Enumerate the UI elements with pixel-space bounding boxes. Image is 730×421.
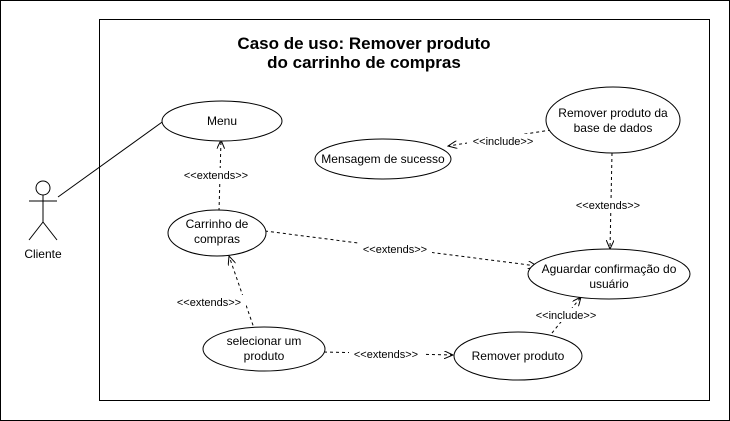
edge-selecionar-carrinho — [229, 256, 256, 332]
use-case-aguardar-label-2: usuário — [589, 277, 629, 291]
svg-text:<<extends>>: <<extends>> — [184, 170, 248, 182]
use-case-menu-label: Menu — [207, 114, 237, 128]
use-case-aguardar-confirmacao[interactable]: Aguardar confirmação do usuário — [527, 248, 691, 300]
label-carrinho-aguardar: <<extends>> — [358, 242, 432, 256]
use-case-carrinho-de-compras[interactable]: Carrinho de compras — [167, 209, 267, 257]
use-case-remover-base-label-1: Remover produto da — [558, 106, 668, 120]
label-selecionar-carrinho: <<extends>> — [172, 295, 246, 309]
use-case-mensagem-de-sucesso[interactable]: Mensagem de sucesso — [314, 138, 452, 180]
svg-text:<<extends>>: <<extends>> — [363, 244, 427, 256]
label-remover-base-aguardar: <<extends>> — [571, 198, 645, 212]
use-case-mensagem-label: Mensagem de sucesso — [321, 152, 445, 166]
label-selecionar-remover: <<extends>> — [349, 347, 423, 361]
svg-text:<<extends>>: <<extends>> — [576, 200, 640, 212]
label-remover-aguardar: <<include>> — [531, 308, 601, 322]
use-case-remover-produto-label: Remover produto — [472, 349, 565, 363]
use-case-selecionar-produto[interactable]: selecionar um produto — [202, 326, 326, 372]
use-case-remover-base-label-2: base de dados — [574, 121, 653, 135]
use-case-remover-produto-base[interactable]: Remover produto da base de dados — [545, 86, 681, 154]
actor-right-leg — [42, 221, 58, 241]
use-case-carrinho-label-1: Carrinho de — [186, 217, 249, 231]
actor-left-leg — [28, 221, 44, 241]
edge-remover-base-mensagem — [448, 129, 552, 146]
svg-text:<<extends>>: <<extends>> — [354, 349, 418, 361]
label-remover-base-mensagem: <<include>> — [467, 134, 539, 148]
actor-head — [35, 180, 51, 196]
use-case-selecionar-label-1: selecionar um — [227, 334, 302, 348]
diagram-title-line-1: Caso de uso: Remover produto — [237, 34, 490, 53]
edge-remover-aguardar — [551, 297, 581, 334]
use-case-selecionar-label-2: produto — [244, 349, 285, 363]
svg-text:<<include>>: <<include>> — [473, 136, 534, 148]
use-case-aguardar-label-1: Aguardar confirmação do — [542, 262, 677, 276]
edge-carrinho-aguardar — [264, 230, 537, 266]
diagram-title-line-2: do carrinho de compras — [267, 53, 461, 72]
svg-text:<<include>>: <<include>> — [536, 310, 597, 322]
svg-text:<<extends>>: <<extends>> — [177, 297, 241, 309]
actor-label: Cliente — [24, 247, 62, 261]
use-case-menu[interactable]: Menu — [161, 100, 283, 142]
use-case-carrinho-label-2: compras — [194, 232, 240, 246]
association-cliente-menu — [57, 119, 166, 198]
actor-cliente[interactable]: Cliente — [24, 180, 62, 261]
system-boundary — [99, 19, 710, 401]
label-carrinho-menu: <<extends>> — [180, 168, 252, 182]
use-case-remover-produto[interactable]: Remover produto — [453, 331, 583, 381]
